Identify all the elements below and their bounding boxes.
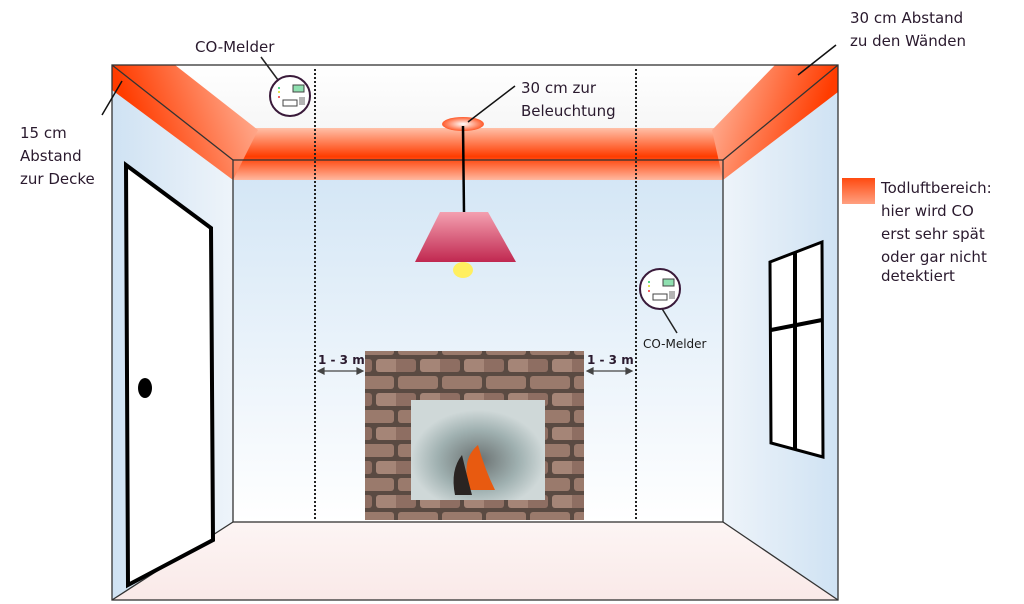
ceiling-lamp <box>415 117 516 278</box>
floor <box>112 522 838 600</box>
distance-range-right: 1 - 3 m <box>587 353 634 367</box>
door-knob <box>138 378 152 398</box>
legend-line: detektiert <box>881 267 955 285</box>
fireplace <box>365 351 584 520</box>
co-detector-ceiling-label: CO-Melder <box>195 38 275 56</box>
light-distance-label-line2: Beleuchtung <box>521 102 616 120</box>
legend-line: oder gar nicht <box>881 248 987 266</box>
legend-swatch-dead-air <box>842 178 875 204</box>
dead-air-zone-back <box>233 128 723 180</box>
wall-distance-label-line1: 30 cm Abstand <box>850 9 963 27</box>
ceiling-distance-label-line2: Abstand <box>20 147 82 165</box>
legend-line: hier wird CO <box>881 202 974 220</box>
co-detector-ceiling <box>260 56 311 117</box>
co-detector-wall-label: CO-Melder <box>643 337 707 351</box>
distance-range-left: 1 - 3 m <box>318 353 365 367</box>
light-distance-label-line1: 30 cm zur <box>521 79 597 97</box>
window <box>768 239 825 459</box>
legend: Todluftbereich: hier wird CO erst sehr s… <box>842 178 992 285</box>
ceiling-distance-label-line3: zur Decke <box>20 170 95 188</box>
light-bulb <box>453 262 473 278</box>
legend-line: erst sehr spät <box>881 225 985 243</box>
wall-distance-label-line2: zu den Wänden <box>850 32 966 50</box>
legend-line: Todluftbereich: <box>880 179 992 197</box>
co-detector-wall <box>639 268 681 334</box>
ceiling-distance-label-line1: 15 cm <box>20 124 67 142</box>
door <box>123 161 216 589</box>
dead-air-zone-right <box>712 65 838 180</box>
